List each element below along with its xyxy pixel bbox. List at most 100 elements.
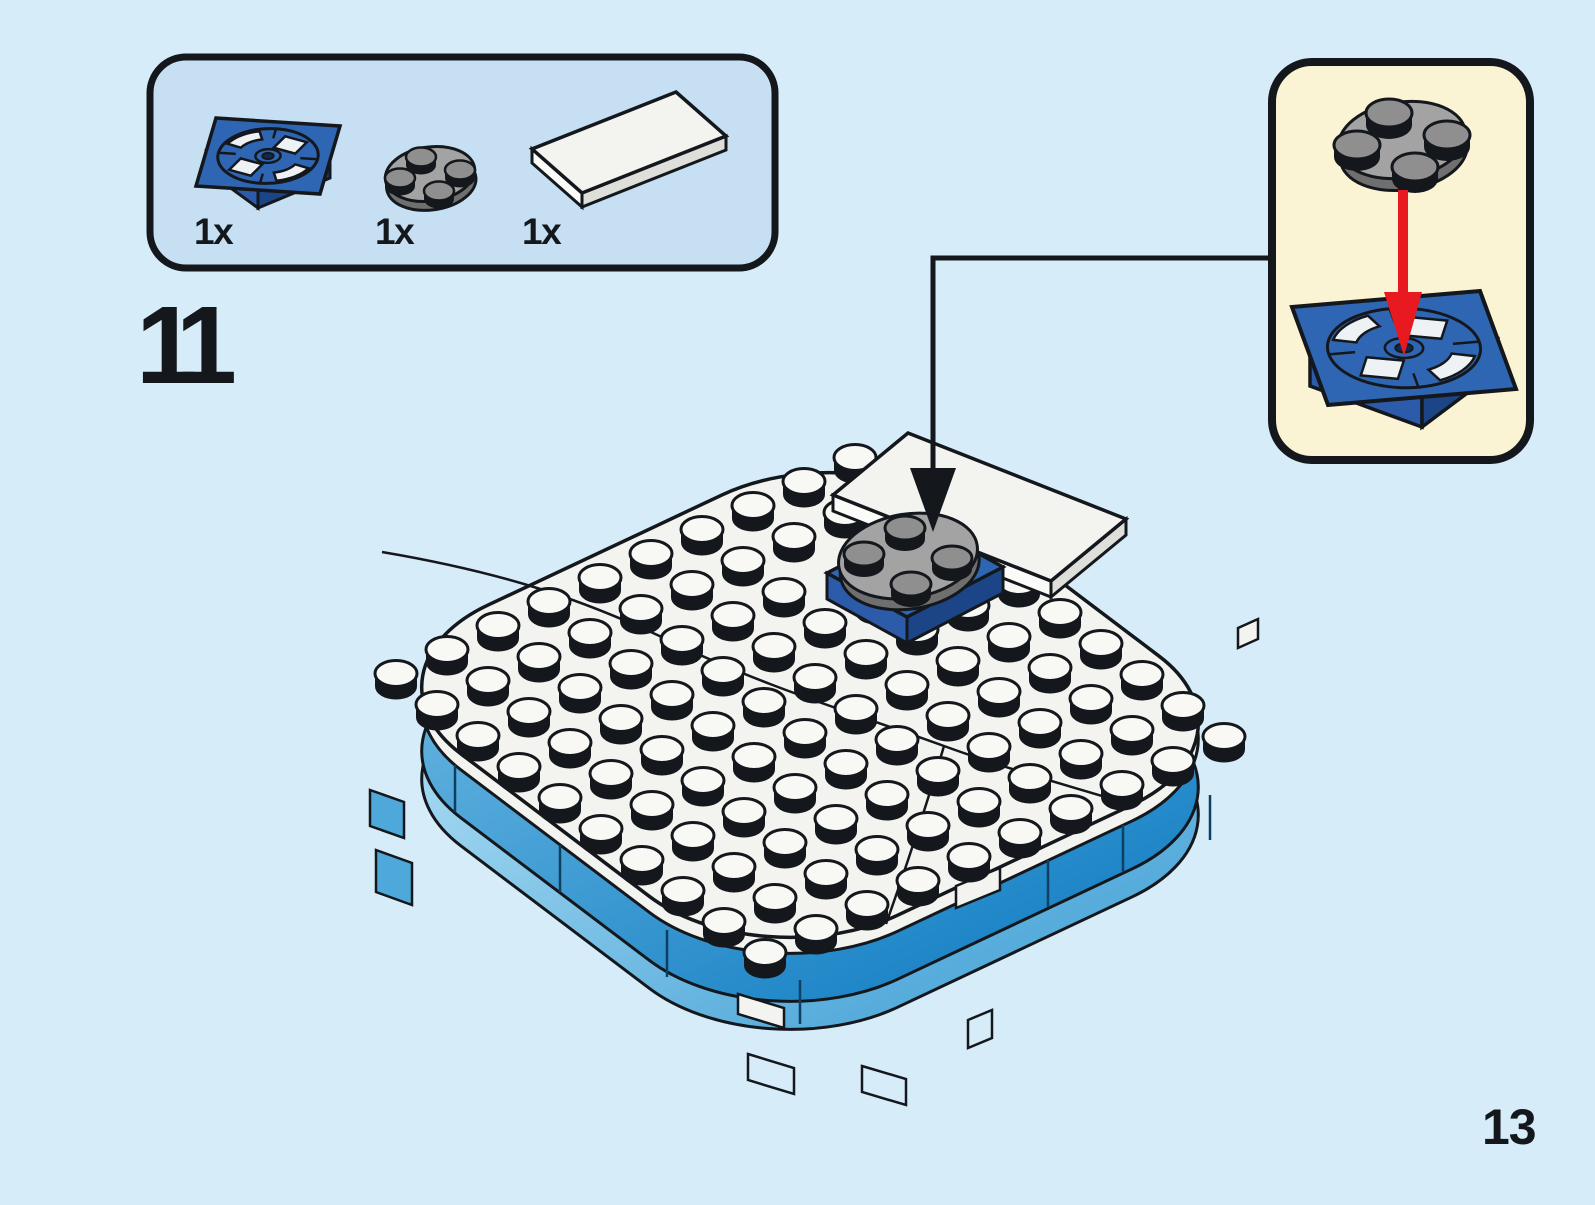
stud <box>752 883 798 924</box>
stud <box>731 742 777 783</box>
turntable-assembly-on-build <box>823 511 1007 646</box>
stud <box>751 632 797 673</box>
stud <box>496 752 542 793</box>
stud <box>1422 119 1472 161</box>
page-number: 13 <box>1482 1099 1537 1155</box>
stud <box>1037 598 1083 639</box>
stud <box>383 167 417 196</box>
stud <box>475 611 521 652</box>
stud <box>1150 746 1196 787</box>
stud <box>710 601 756 642</box>
stud <box>986 622 1032 663</box>
step-number: 11 <box>136 284 237 407</box>
stud <box>1099 770 1145 811</box>
stud <box>813 804 859 845</box>
stud <box>721 797 767 838</box>
stud <box>1007 763 1053 804</box>
stud <box>761 577 807 618</box>
part-count-round-plate: 1x <box>375 211 415 252</box>
stud <box>895 866 941 907</box>
stud <box>537 783 583 824</box>
stud <box>874 725 920 766</box>
inset-box <box>1272 58 1595 460</box>
inset-round-plate-gray-icon <box>1332 97 1472 193</box>
part-tile-white-icon <box>528 89 730 211</box>
stud <box>1109 715 1155 756</box>
parts-box <box>150 57 779 268</box>
stud <box>670 821 716 862</box>
stud <box>1332 129 1382 171</box>
black-down-arrow-icon <box>910 255 1272 532</box>
stud <box>1364 97 1414 139</box>
stud <box>935 646 981 687</box>
stud <box>373 659 419 700</box>
stud <box>1160 691 1206 732</box>
stud <box>844 890 890 931</box>
stud <box>864 780 910 821</box>
stud <box>578 814 624 855</box>
stud <box>966 732 1012 773</box>
stud <box>956 787 1002 828</box>
stud <box>915 756 961 797</box>
stud <box>669 570 715 611</box>
stud <box>792 663 838 704</box>
stud <box>679 515 725 556</box>
stud <box>680 766 726 807</box>
stud <box>720 546 766 587</box>
wall-notches <box>368 617 1260 1107</box>
stud <box>1017 708 1063 749</box>
stud <box>404 146 438 175</box>
stud <box>1119 660 1165 701</box>
stud <box>414 690 460 731</box>
stud <box>889 570 933 607</box>
stud <box>843 639 889 680</box>
stud <box>842 540 886 577</box>
stud <box>793 914 839 955</box>
stud <box>690 711 736 752</box>
stud <box>526 587 572 628</box>
stud <box>781 467 827 508</box>
part-turntable-base-blue-icon <box>196 118 340 208</box>
part-round-plate-gray-icon <box>383 145 478 212</box>
stud <box>976 677 1022 718</box>
stud <box>465 666 511 707</box>
stud <box>608 649 654 690</box>
stud <box>1068 684 1114 725</box>
red-down-arrow-icon <box>1384 190 1422 356</box>
stud <box>883 514 927 551</box>
stud <box>762 828 808 869</box>
stud <box>930 544 974 581</box>
wall-seams <box>453 765 1212 1024</box>
stud <box>730 491 776 532</box>
stud <box>660 876 706 917</box>
stud <box>588 759 634 800</box>
part-count-turntable: 1x <box>194 211 234 252</box>
stud <box>997 818 1043 859</box>
part-count-tile: 1x <box>522 211 562 252</box>
stud <box>577 563 623 604</box>
stud <box>516 642 562 683</box>
stud <box>711 852 757 893</box>
stud <box>455 721 501 762</box>
stud <box>1058 739 1104 780</box>
stud <box>424 635 470 676</box>
stud <box>629 790 675 831</box>
stud <box>833 694 879 735</box>
stud-grid <box>373 443 1247 979</box>
stud <box>506 697 552 738</box>
stud <box>1078 629 1124 670</box>
stud <box>802 608 848 649</box>
stud <box>1390 151 1440 193</box>
stud <box>946 842 992 883</box>
stud <box>741 687 787 728</box>
stud <box>700 656 746 697</box>
stud <box>649 680 695 721</box>
stud <box>771 522 817 563</box>
stud <box>659 625 705 666</box>
stud <box>1201 722 1247 763</box>
stud <box>443 159 477 188</box>
stud <box>782 718 828 759</box>
stud <box>619 845 665 886</box>
stud <box>598 704 644 745</box>
stud <box>905 811 951 852</box>
